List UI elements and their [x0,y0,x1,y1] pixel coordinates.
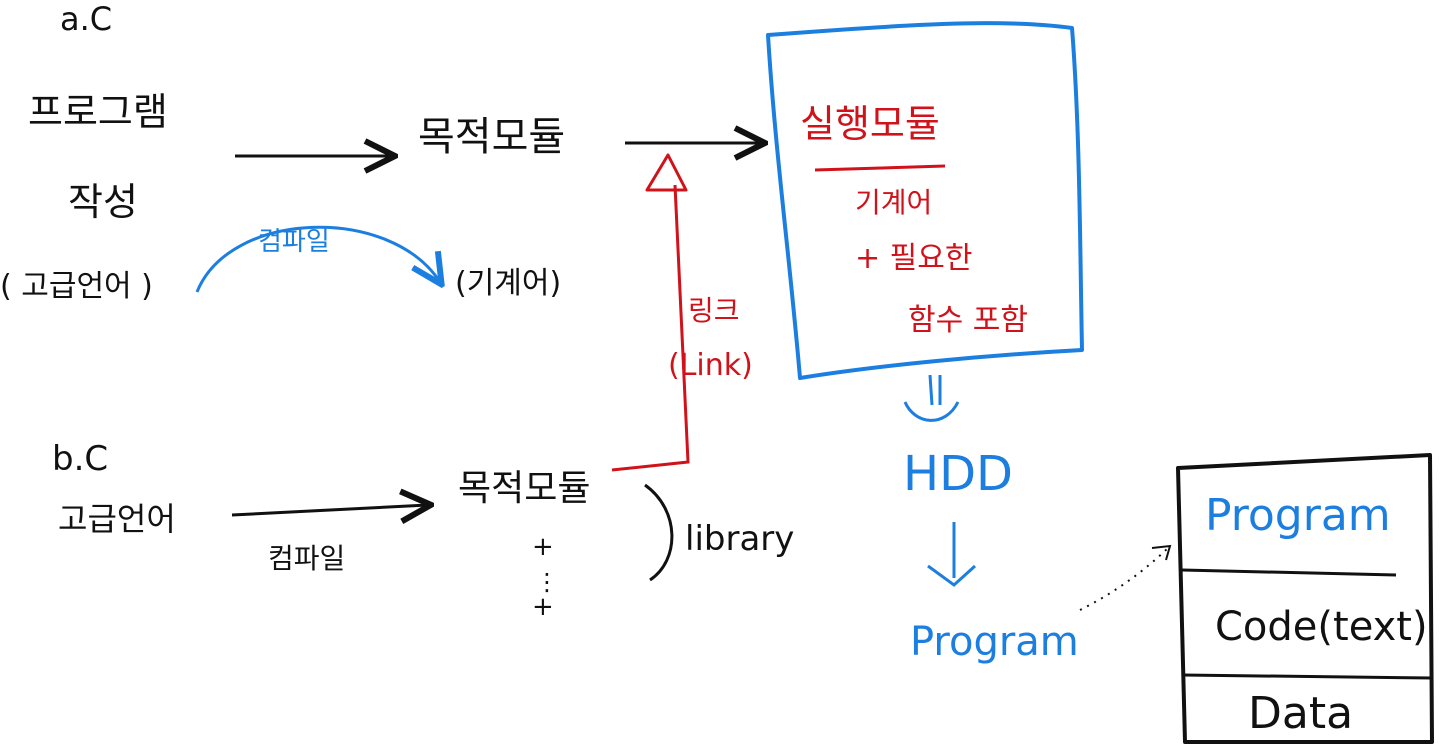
memory-box-outline [1176,453,1434,744]
machine-code-label: (기계어) [455,266,561,301]
down-arrow-hdd-to-program-head [927,564,977,587]
object-module-b-label: 목적모듈 [458,468,590,509]
plus-sign-2: + [532,592,554,622]
compile-curve-a [195,225,440,293]
exec-line-3: 함수 포함 [908,303,1028,338]
continuation-dots: ⋮ [535,568,559,596]
source-language-b-label: 고급언어 [58,500,176,538]
arrow-b-to-object [231,505,428,515]
memory-program-header: Program [1205,490,1391,541]
program-label: Program [910,619,1079,665]
hdd-label: HDD [903,446,1013,502]
memory-data-segment: Data [1248,688,1353,739]
down-arrow-exec-to-hdd [903,374,960,422]
memory-divider-2 [1181,673,1433,680]
library-bracket [644,483,674,582]
file-a-label: a.C [60,0,112,38]
section-b: b.C 고급언어 컴파일 목적모듈 + ⋮ + library [52,439,794,622]
source-program-label: 프로그램 [28,90,168,134]
source-language-label: ( 고급언어 ) [0,269,153,304]
link-line [611,184,690,472]
link-label: 링크 [688,294,740,327]
link-path: 링크 (Link) [611,153,753,472]
dotted-arrow-head [1151,544,1172,561]
memory-divider-1 [1181,568,1397,577]
object-module-a-label: 목적모듈 [418,114,565,160]
exec-title-underline [814,164,946,172]
exec-line-2: + 필요한 [855,241,972,276]
plus-sign: + [532,532,554,562]
source-write-label: 작성 [68,180,138,224]
library-label: library [685,519,794,559]
compile-b-label: 컴파일 [268,542,345,575]
exec-line-1: 기계어 [855,186,932,219]
file-b-label: b.C [52,439,108,479]
exec-module-title: 실행모듈 [800,102,940,146]
memory-code-segment: Code(text) [1215,604,1428,650]
compile-a-label: 컴파일 [258,227,330,257]
memory-layout: Program Code(text) Data [1176,453,1434,744]
storage-flow: HDD Program [903,374,1172,665]
link-arrowhead [645,153,688,192]
exec-module-box: 실행모듈 기계어 + 필요한 함수 포함 [766,21,1084,380]
dotted-arrow-to-memory [1079,547,1169,611]
exec-box-outline [766,21,1084,380]
link-label-en: (Link) [668,348,753,383]
section-a: a.C 프로그램 작성 ( 고급언어 ) 컴파일 (기계어) 목적모듈 [0,0,762,304]
